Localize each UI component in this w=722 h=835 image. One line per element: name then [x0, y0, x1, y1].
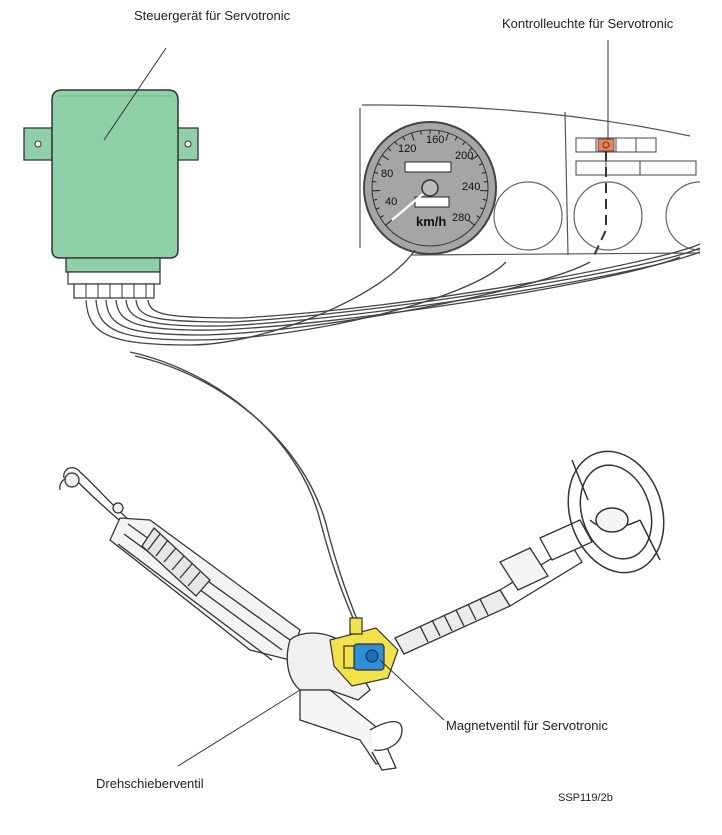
speedo-unit: km/h — [416, 214, 446, 229]
speedo-tick-280: 280 — [452, 212, 470, 224]
control-unit-connector — [68, 272, 160, 298]
label-warning-light: Kontrolleuchte für Servotronic — [502, 16, 673, 31]
speedo-tick-mark — [421, 131, 422, 135]
speedo-tick-160: 160 — [426, 134, 444, 146]
label-rotary-valve: Drehschieberventil — [96, 776, 204, 791]
warning-light-strip — [576, 138, 696, 175]
solenoid-cable — [130, 352, 360, 627]
steering-column — [395, 520, 592, 654]
speedo-tick-120: 120 — [398, 143, 416, 155]
figure-code: SSP119/2b — [558, 792, 613, 804]
wiring-harness — [86, 244, 700, 345]
speedo-tick-80: 80 — [381, 168, 393, 180]
round-gauge-middle — [574, 182, 642, 250]
speedo-tick-40: 40 — [385, 196, 397, 208]
speedo-tick-200: 200 — [455, 150, 473, 162]
round-gauge-left — [494, 182, 562, 250]
label-control-unit: Steuergerät für Servotronic — [134, 8, 290, 23]
warning-light-icon — [598, 139, 614, 151]
speedo-tick-240: 240 — [462, 181, 480, 193]
round-gauge-right — [666, 182, 700, 250]
label-solenoid-valve: Magnetventil für Servotronic — [446, 718, 608, 733]
control-unit — [24, 90, 198, 272]
